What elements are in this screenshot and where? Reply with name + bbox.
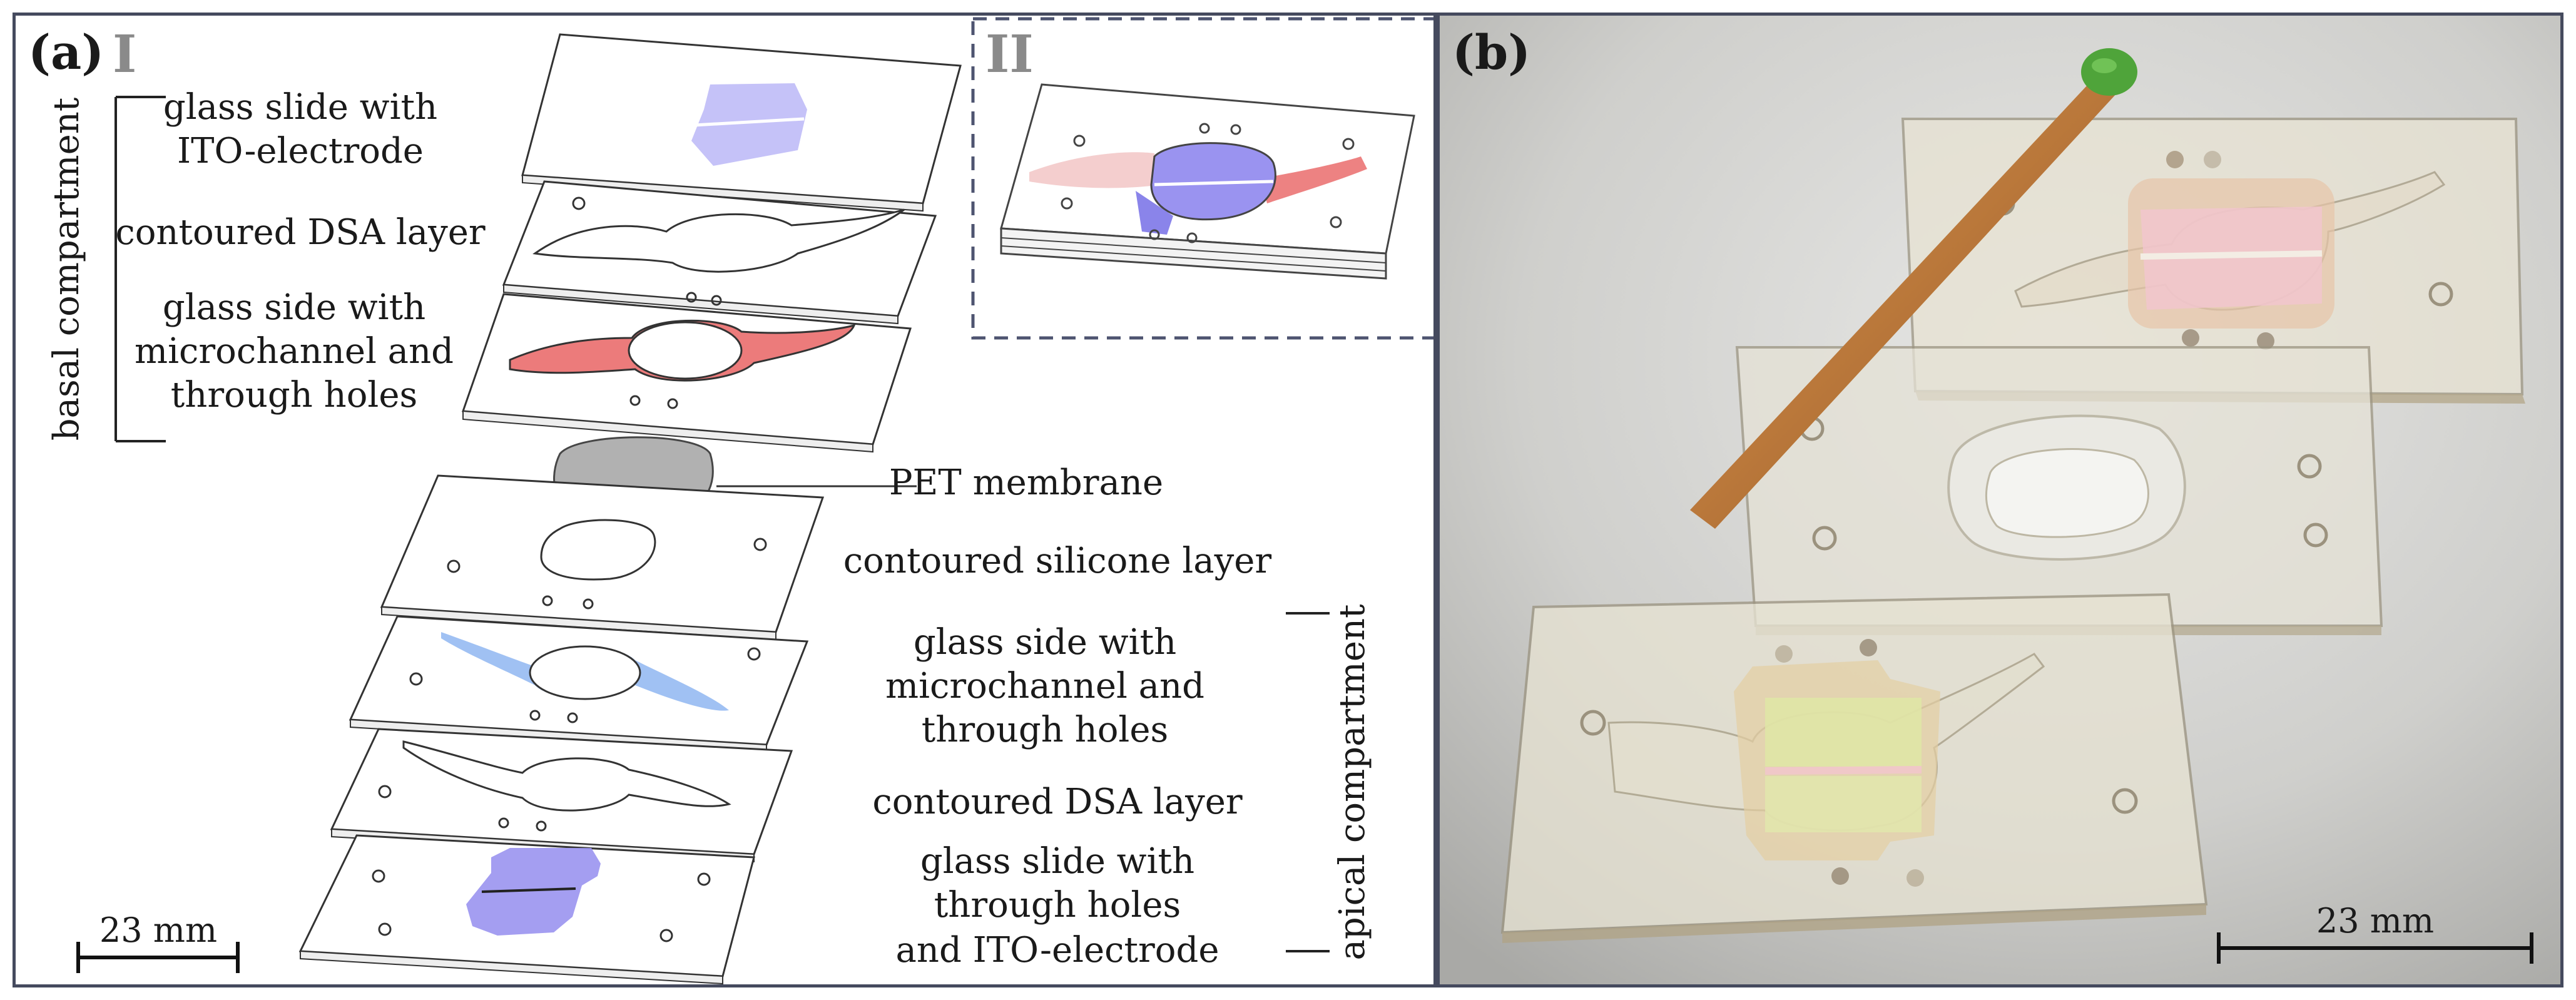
photo-chip-bottom [1500,593,2208,943]
photo-chip-top [1901,118,2525,404]
label-layer-1-line-1: glass slide with [163,87,437,128]
layer-glass-slide-ito-top [521,33,962,212]
label-layer-3-line-3: through holes [171,375,417,416]
scale-bar-a [76,942,240,973]
photo-matchstick [1690,48,2137,529]
scale-bar-a-label: 23 mm [99,911,217,950]
scale-bar-b [2217,932,2533,964]
label-layer-6-line-3: through holes [922,710,1168,750]
exploded-view-diagram: (a) I basal compartment apical compartme… [28,17,1433,984]
chip-photograph: (b) 23 mm [1440,16,2560,984]
label-layer-3-line-2: microchannel and [135,331,454,372]
label-layer-8-line-2: through holes [934,885,1181,926]
layer-glass-microchannel-apical [349,615,809,753]
label-layer-6-line-1: glass side with [914,622,1176,663]
inset-II-assembled-chip: II [971,17,1433,340]
apical-bracket [1286,612,1330,952]
label-layer-8-line-3: and ITO-electrode [896,930,1219,971]
photo-chip-middle [1735,346,2383,635]
panel-b-photograph: (b) 23 mm [1437,13,2563,987]
label-layer-4: PET membrane [889,462,1163,503]
apical-compartment-label: apical compartment [1332,604,1373,961]
label-layer-8-line-1: glass slide with [920,841,1194,882]
panel-b-letter: (b) [1452,24,1530,80]
basal-compartment-label: basal compartment [46,97,87,441]
layer-glass-slide-ito-bottom [298,834,755,984]
label-layer-1-line-2: ITO-electrode [177,131,424,171]
layer-silicone [380,474,825,641]
subpanel-I-label: I [113,24,136,84]
layer-dsa-top [502,180,937,325]
scale-bar-b-label: 23 mm [2316,901,2434,941]
label-layer-7: contoured DSA layer [872,782,1243,822]
label-layer-2: contoured DSA layer [115,212,486,253]
subpanel-II-label: II [985,24,1034,84]
label-layer-3-line-1: glass side with [163,287,425,328]
layer-glass-microchannel-basal [461,293,912,453]
layer-labels: glass slide with ITO-electrode contoured… [115,87,1271,971]
label-layer-6-line-2: microchannel and [885,666,1204,707]
panel-a-exploded-view: (a) I basal compartment apical compartme… [13,13,1437,987]
panel-a-letter: (a) [28,24,104,80]
basal-bracket [115,96,166,442]
label-layer-5: contoured silicone layer [843,541,1272,581]
